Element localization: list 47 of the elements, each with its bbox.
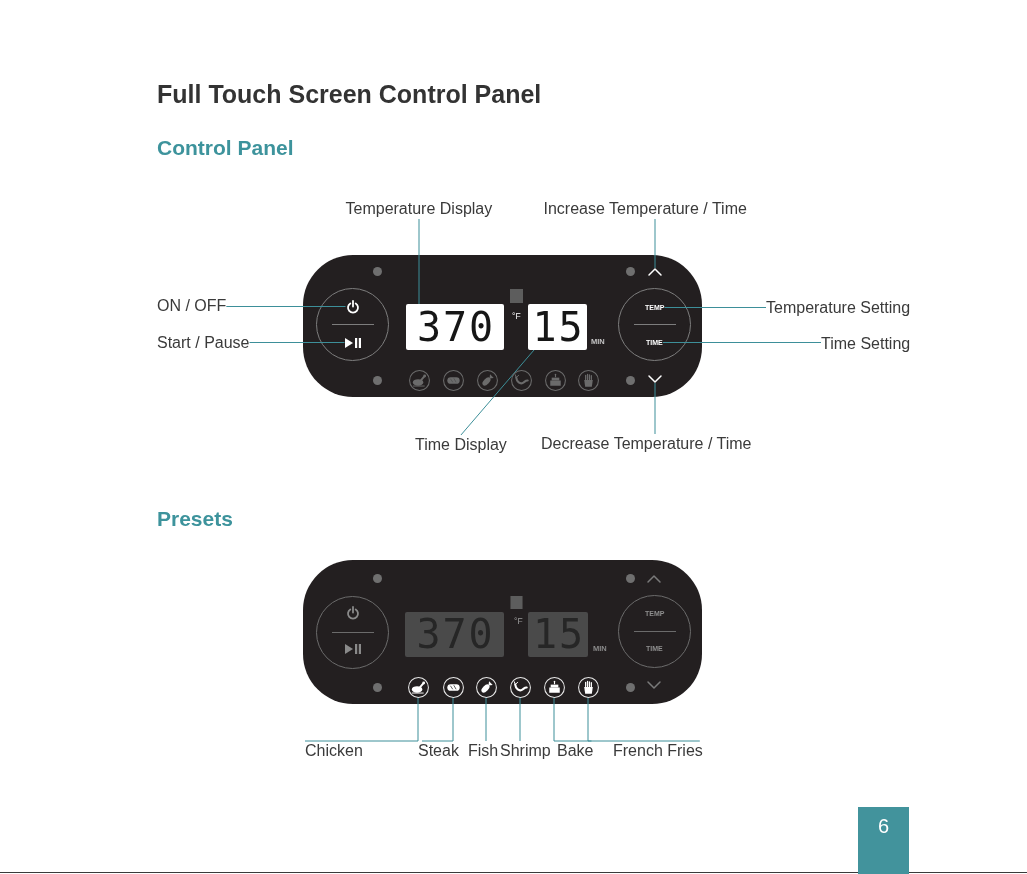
leader-line [418, 218, 420, 305]
callout-label: Bake [557, 741, 594, 761]
lcd-display: 370 [406, 304, 504, 350]
shrimp-icon [509, 676, 531, 698]
callout-label: Steak [418, 741, 459, 761]
callout-label: Decrease Temperature / Time [541, 434, 752, 454]
callout-label: Chicken [305, 741, 363, 761]
leader-line [587, 697, 701, 742]
leader-line [421, 697, 454, 742]
play-pause-icon [344, 337, 361, 348]
leader-line [304, 697, 419, 742]
callout-label: Time Display [415, 435, 507, 455]
leader-line [485, 697, 487, 742]
callout-label: Increase Temperature / Time [543, 199, 747, 219]
leader-line [663, 307, 767, 308]
leader-line [225, 306, 346, 307]
steak-icon [442, 676, 464, 698]
control-panel [303, 255, 702, 397]
callout-label: French Fries [613, 741, 703, 761]
callout-label: Fish [468, 741, 499, 761]
chevron-down-icon [648, 375, 662, 383]
callout-label: Start / Pause [157, 333, 250, 353]
section-heading: Control Panel [157, 135, 294, 161]
roast-chicken-icon [407, 676, 429, 698]
fish-icon [475, 676, 497, 698]
control-panel [303, 560, 702, 704]
lcd-display: 15 [528, 304, 587, 350]
chevron-up-icon [648, 268, 662, 276]
page-title: Full Touch Screen Control Panel [157, 79, 542, 109]
unit-label: °F [514, 616, 523, 626]
unit-label: °F [512, 311, 521, 321]
leader-line [249, 342, 345, 343]
callout-label: Time Setting [821, 334, 911, 354]
leader-line [460, 349, 535, 436]
callout-label: Shrimp [500, 741, 551, 761]
power-icon [345, 299, 360, 314]
section-heading: Presets [157, 506, 233, 532]
callout-label: Temperature Setting [766, 298, 911, 318]
leader-line [654, 382, 656, 435]
callout-label: ON / OFF [157, 296, 227, 316]
page-number-tab: 6 [858, 807, 909, 874]
callout-label: Temperature Display [345, 199, 493, 219]
leader-line [519, 697, 521, 742]
leader-line [654, 218, 656, 269]
french-fries-icon [577, 676, 599, 698]
cake-icon [543, 676, 565, 698]
leader-line [662, 342, 822, 343]
